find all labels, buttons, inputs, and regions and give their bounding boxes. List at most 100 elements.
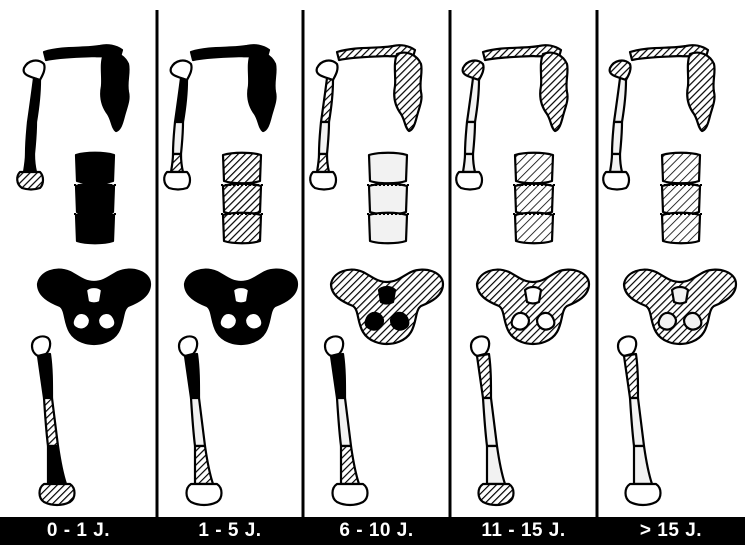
- obturator-foramen-left: [512, 313, 529, 330]
- humerus-proximal-shaft: [28, 78, 40, 122]
- pelvis: [624, 270, 736, 344]
- humerus-proximal-shaft: [175, 78, 187, 122]
- humerus-proximal-shaft: [321, 78, 333, 122]
- vertebra-2: [76, 184, 114, 215]
- sacrum: [672, 287, 688, 304]
- vertebra-1: [662, 153, 700, 184]
- femur-head: [179, 336, 197, 356]
- panel-divider-2: [302, 10, 305, 517]
- age-label-1-5: 1 - 5 J.: [157, 517, 303, 545]
- obturator-foramen-left: [220, 313, 237, 330]
- femur-distal-shaft: [48, 446, 66, 484]
- obturator-foramen-right: [245, 313, 262, 330]
- vertebra-3: [662, 213, 700, 244]
- scapula: [540, 53, 567, 131]
- vertebra-2: [515, 184, 553, 215]
- femur-proximal-shaft: [38, 354, 52, 398]
- age-label-over-15: > 15 J.: [597, 517, 745, 545]
- humerus-condyles: [310, 172, 336, 190]
- sacrum: [379, 287, 395, 304]
- femur-proximal-shaft: [331, 354, 345, 398]
- pelvis: [331, 270, 443, 344]
- pelvis: [38, 270, 150, 344]
- femur-proximal-shaft: [624, 354, 638, 398]
- humerus-distal-shaft: [171, 154, 183, 172]
- vertebra-1: [369, 153, 407, 184]
- stage-panel-4: [456, 45, 589, 505]
- obturator-foramen-right: [98, 313, 115, 330]
- femur-condyles: [333, 484, 368, 505]
- humerus-distal-shaft: [463, 154, 475, 172]
- vertebra-2: [369, 184, 407, 215]
- femur-condyles: [479, 484, 514, 505]
- humerus-condyles: [164, 172, 190, 190]
- femur-proximal-shaft: [185, 354, 199, 398]
- femur-mid-shaft: [44, 398, 58, 446]
- stage-panel-3: [310, 45, 443, 505]
- obturator-foramen-left: [659, 313, 676, 330]
- humerus-mid-shaft: [26, 122, 36, 154]
- stage-panel-5: [603, 45, 736, 505]
- femur-condyles: [187, 484, 222, 505]
- obturator-foramen-right: [391, 313, 408, 330]
- age-label-11-15: 11 - 15 J.: [450, 517, 597, 545]
- panel-divider-4: [596, 10, 599, 517]
- scapula: [101, 53, 128, 131]
- femur-mid-shaft: [630, 398, 644, 446]
- obturator-foramen-left: [73, 313, 90, 330]
- femur-distal-shaft: [487, 446, 505, 484]
- humerus-mid-shaft: [319, 122, 329, 154]
- humerus-mid-shaft: [173, 122, 183, 154]
- femur-mid-shaft: [337, 398, 351, 446]
- panel-dividers: [156, 10, 599, 517]
- femur-head: [32, 336, 50, 356]
- panel-divider-1: [156, 10, 159, 517]
- scapula: [394, 53, 421, 131]
- humerus-proximal-shaft: [467, 78, 479, 122]
- femur-head: [618, 336, 636, 356]
- stage-panel-1: [17, 45, 150, 505]
- humerus-distal-shaft: [317, 154, 329, 172]
- pelvis: [477, 270, 589, 344]
- age-label-0-1: 0 - 1 J.: [0, 517, 157, 545]
- obturator-foramen-right: [537, 313, 554, 330]
- vertebra-2: [223, 184, 261, 215]
- humerus-condyles: [17, 172, 43, 190]
- vertebra-1: [223, 153, 261, 184]
- sacrum: [233, 287, 249, 304]
- age-label-6-10: 6 - 10 J.: [303, 517, 450, 545]
- vertebra-3: [76, 213, 114, 244]
- humerus-mid-shaft: [465, 122, 475, 154]
- pelvis: [185, 270, 297, 344]
- femur-condyles: [626, 484, 661, 505]
- femur-distal-shaft: [341, 446, 359, 484]
- humerus-condyles: [456, 172, 482, 190]
- obturator-foramen-left: [366, 313, 383, 330]
- femur-head: [471, 336, 489, 356]
- vertebra-3: [369, 213, 407, 244]
- vertebra-2: [662, 184, 700, 215]
- femur-distal-shaft: [195, 446, 213, 484]
- sacrum: [525, 287, 541, 304]
- humerus-condyles: [603, 172, 629, 190]
- vertebra-1: [76, 153, 114, 184]
- femur-proximal-shaft: [477, 354, 491, 398]
- femur-head: [325, 336, 343, 356]
- femur-mid-shaft: [191, 398, 205, 446]
- scapula: [248, 53, 275, 131]
- femur-mid-shaft: [483, 398, 497, 446]
- humerus-proximal-shaft: [614, 78, 626, 122]
- scapula: [687, 53, 714, 131]
- vertebra-3: [223, 213, 261, 244]
- obturator-foramen-right: [684, 313, 701, 330]
- femur-distal-shaft: [634, 446, 652, 484]
- stage-panel-2: [164, 45, 297, 505]
- humerus-distal-shaft: [610, 154, 622, 172]
- age-label-bar: 0 - 1 J. 1 - 5 J. 6 - 10 J. 11 - 15 J. >…: [0, 517, 745, 545]
- humerus-distal-shaft: [24, 154, 36, 172]
- vertebra-3: [515, 213, 553, 244]
- sacrum: [86, 287, 102, 304]
- panel-divider-3: [449, 10, 452, 517]
